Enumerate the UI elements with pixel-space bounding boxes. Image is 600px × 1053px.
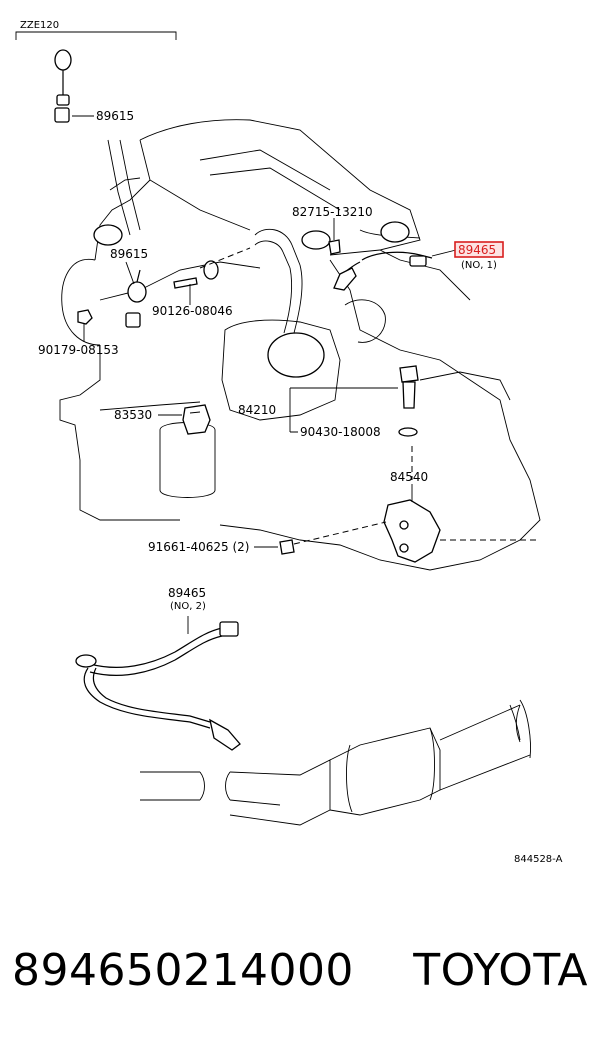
callout-note: (NO, 2) (170, 601, 206, 612)
callout-note: (NO, 1) (461, 260, 497, 271)
callout-label: 90430-18008 (300, 425, 381, 439)
oxygen-sensor-no2 (75, 621, 241, 751)
callout-label: 89615 (96, 109, 134, 123)
oil-pressure-switch (182, 404, 211, 435)
callout-90126[interactable]: 90126-08046 (152, 284, 233, 318)
knock-sensor-top (54, 49, 72, 123)
oxygen-sensor-no1 (333, 221, 433, 291)
drawing-code: 844528-A (514, 854, 563, 865)
callout-label: 89615 (110, 247, 148, 261)
callout-89465-no1[interactable]: 89465 (NO, 1) (431, 241, 504, 271)
callout-84210[interactable]: 84210 (238, 387, 398, 433)
callout-label: 91661-40625 (2) (148, 540, 250, 554)
callout-90430[interactable]: 90430-18008 (300, 425, 381, 439)
callout-84540[interactable]: 84540 (390, 470, 428, 502)
callout-label: 83530 (114, 408, 152, 422)
callout-label: 82715-13210 (292, 205, 373, 219)
callout-91661[interactable]: 91661-40625 (2) (148, 521, 387, 554)
parts-diagram: ZZE120 (15, 20, 563, 865)
callout-label-highlighted: 89465 (458, 243, 496, 257)
dashed-leaders (199, 247, 540, 541)
callout-label: 89465 (168, 586, 206, 600)
callout-90179[interactable]: 90179-08153 (38, 324, 119, 357)
crank-position-sensor (383, 499, 441, 563)
bolt (279, 539, 295, 555)
part-number: 894650214000 (12, 944, 354, 996)
knock-sensor-mid (125, 269, 147, 328)
temperature-sensor (398, 365, 419, 437)
callout-label: 90179-08153 (38, 343, 119, 357)
footer: 894650214000 TOYOTA (0, 940, 600, 1000)
engine-block (59, 119, 541, 571)
stud-bolt (173, 260, 219, 289)
callout-89465-no2[interactable]: 89465 (NO, 2) (168, 586, 206, 634)
callout-82715[interactable]: 82715-13210 (292, 205, 373, 240)
callout-89615-mid[interactable]: 89615 (110, 247, 148, 285)
callout-label: 84540 (390, 470, 428, 484)
model-label: ZZE120 (20, 20, 59, 31)
model-bracket: ZZE120 (15, 20, 177, 40)
callout-89615-top[interactable]: 89615 (72, 109, 134, 123)
exhaust-assembly (140, 699, 531, 826)
callout-label: 90126-08046 (152, 304, 233, 318)
callout-83530[interactable]: 83530 (114, 408, 182, 422)
callout-label: 84210 (238, 403, 276, 417)
highlight-box (454, 241, 504, 258)
nut (77, 309, 93, 325)
wire-clamp (301, 230, 341, 255)
brand-name: TOYOTA (413, 944, 588, 996)
